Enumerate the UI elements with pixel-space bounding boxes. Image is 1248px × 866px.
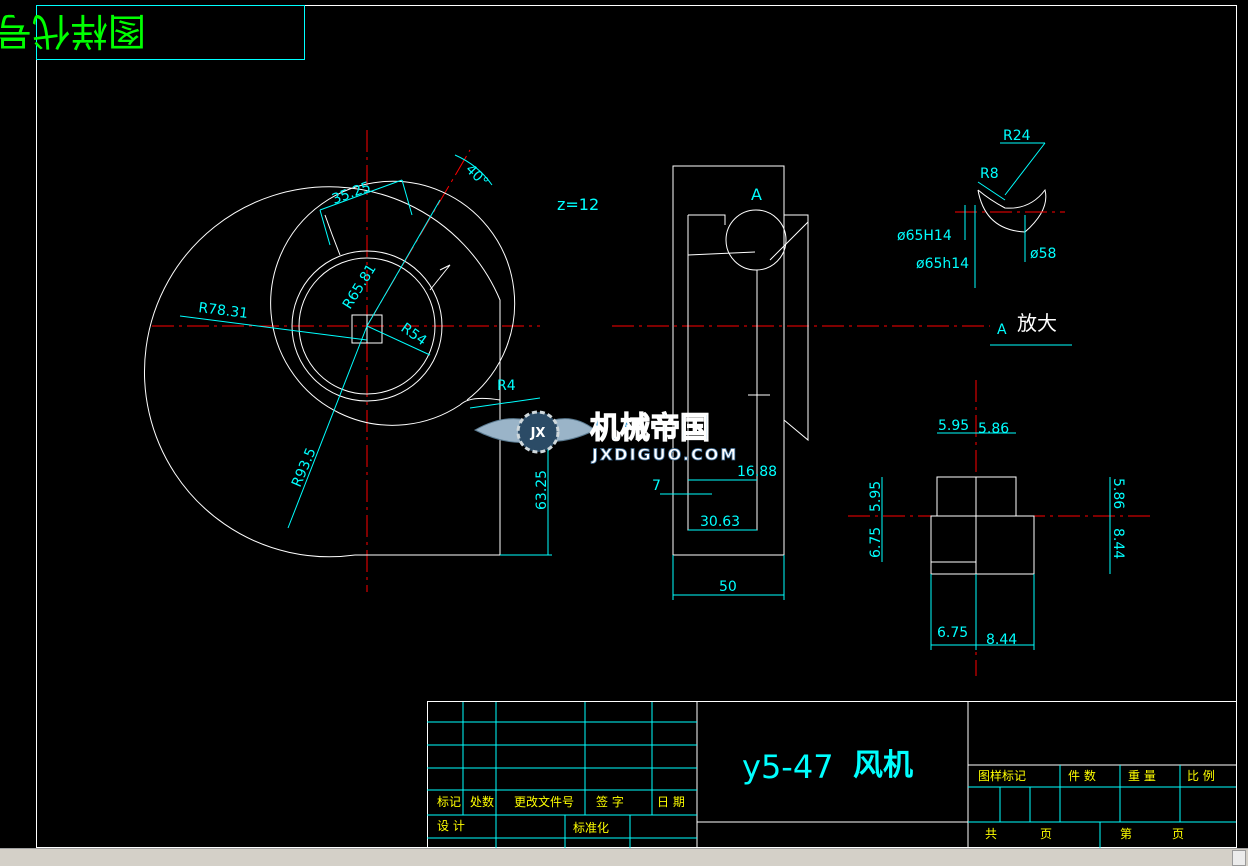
side-inner-profile [687, 214, 758, 531]
tb-h-scale: 比 例 [1187, 769, 1215, 783]
title-block: 标记 处数 更改文件号 签 字 日 期 设 计 标准化 y5-47 风机 图样标… [427, 701, 1237, 848]
volute-outline [143, 186, 501, 558]
detail-a-label: A [751, 185, 762, 204]
front-view: 35.25 40° R78.31 R65.81 R54 R4 R93.5 63.… [143, 130, 599, 592]
dim-50: 50 [719, 579, 737, 595]
dim-844-bottom: 8.44 [986, 632, 1017, 648]
tb-h-quantity: 件 数 [1068, 768, 1096, 783]
dim-line-r78 [179, 315, 368, 341]
side-view: A 16.88 7 30.63 50 [612, 165, 990, 600]
dim-r65: R65.81 [340, 261, 380, 312]
side-inlet-cone [748, 214, 809, 442]
dim-r93: R93.5 [289, 446, 320, 490]
dim-65H14: ø65H14 [897, 228, 952, 244]
dim-ext-35a [401, 179, 413, 216]
dim-r8-leader [977, 181, 1006, 201]
dim-r8: R8 [980, 166, 999, 182]
shaft-ring-inner [298, 257, 436, 395]
shaft-ring-outer [291, 250, 443, 402]
inlet-lip [324, 214, 501, 406]
tb-total: 共 [985, 827, 997, 841]
dim-30-63: 30.63 [700, 514, 740, 530]
tb-h-date: 日 期 [657, 795, 685, 809]
watermark-url: JXDIGUO.COM [591, 445, 738, 464]
dim-7: 7 [652, 478, 661, 494]
tb-right-grid [968, 764, 1236, 848]
dim-675-bottom: 6.75 [937, 625, 968, 641]
dim-r24: R24 [1003, 128, 1031, 144]
dim-line-35 [319, 179, 403, 211]
tb-h-drawing-mark: 图样标记 [978, 768, 1026, 783]
dim-675-side: 6.75 [868, 527, 884, 558]
scroll-corner[interactable] [1232, 850, 1246, 866]
dim-line-r54 [366, 325, 431, 356]
cad-drawing: 图样代号 35.25 40° R78.31 R65.81 R54 [0, 5, 1237, 848]
keyway-lower [930, 515, 1035, 575]
watermark-gear-icon [516, 410, 560, 454]
dim-r54: R54 [398, 320, 430, 349]
title-stamp-box [36, 5, 305, 60]
dim-58: ø58 [1030, 246, 1056, 262]
dim-586-top: 5.86 [978, 421, 1009, 437]
detail-a-circle [725, 209, 787, 271]
detail-profile [977, 188, 1047, 233]
keyway-view: 5.95 5.86 5.95 6.75 5.86 8.44 6.75 8.44 [848, 380, 1155, 676]
dim-595-top-a: 5.95 [938, 418, 969, 434]
dim-16-88: 16.88 [737, 464, 777, 480]
center-line-diag [366, 149, 471, 327]
dim-r24-leader2 [1004, 142, 1046, 196]
dim-40-deg: 40° [462, 162, 491, 191]
blade-count-note: z=12 [557, 195, 599, 214]
tb-h-sign: 签 字 [596, 794, 624, 809]
drawing-name-cn: 风机 [853, 748, 913, 783]
status-bar [0, 848, 1248, 866]
detail-a-caption: A [997, 322, 1007, 338]
dim-65h14: ø65h14 [916, 256, 969, 272]
dim-595-side: 5.95 [868, 481, 884, 512]
dim-r78: R78.31 [198, 300, 249, 322]
tb-page-no: 第 [1120, 827, 1132, 841]
tb-page2: 页 [1172, 827, 1184, 841]
dim-63-25: 63.25 [534, 470, 550, 510]
watermark: JX 机械帝国 JXDIGUO.COM [473, 410, 738, 464]
dim-586-side: 5.86 [1110, 478, 1126, 509]
tb-h-weight: 重 量 [1128, 769, 1156, 783]
tb-h-mark: 标记 [437, 795, 461, 809]
impeller-outer-circle [270, 180, 516, 426]
tb-designer: 设 计 [437, 819, 465, 833]
dim-ext-35b [319, 209, 331, 246]
side-housing [672, 165, 785, 556]
dim-line-r65 [366, 199, 441, 327]
dim-844-side: 8.44 [1110, 528, 1126, 559]
dim-arc-40 [454, 154, 493, 186]
drawing-name-latin: y5-47 [742, 748, 834, 786]
dim-line-r93 [287, 325, 368, 529]
dim-r4: R4 [497, 378, 516, 394]
tb-left-grid [427, 702, 697, 848]
tb-standard: 标准化 [573, 821, 609, 835]
tb-h-change-doc: 更改文件号 [514, 794, 574, 809]
title-block-outer [427, 701, 1237, 848]
watermark-name: 机械帝国 [590, 411, 710, 446]
watermark-badge: JX [530, 426, 546, 441]
enlarge-caption: 放大 [1017, 311, 1057, 335]
detail-view: R24 R8 ø65H14 ø65h14 ø58 A 放大 [897, 128, 1072, 346]
dim-line-r4 [469, 397, 541, 409]
title-stamp-text: 图样代号 [0, 9, 146, 53]
tb-page: 页 [1040, 827, 1052, 841]
tb-h-count: 处数 [470, 794, 494, 809]
